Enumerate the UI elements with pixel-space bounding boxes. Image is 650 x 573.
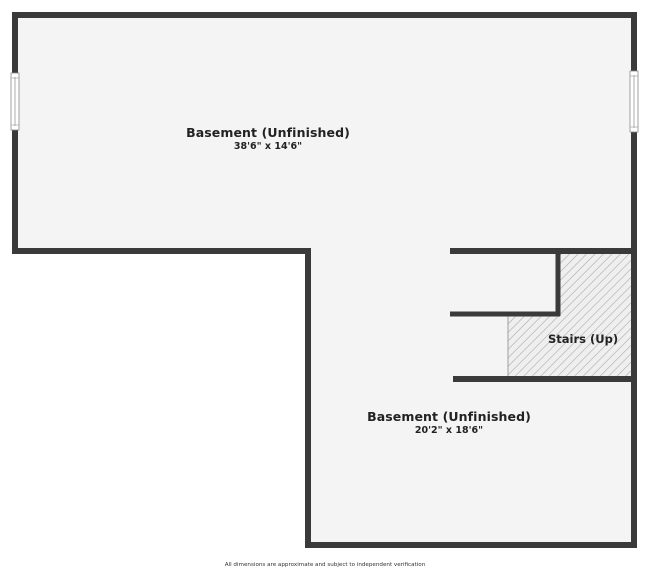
stairs-label: Stairs (Up) [548,332,619,346]
room-name: Basement (Unfinished) [186,125,350,140]
room-label-lower-basement: Basement (Unfinished) 20'2" x 18'6" [367,409,531,436]
floor-area [15,15,634,545]
disclaimer-note: All dimensions are approximate and subje… [224,562,426,568]
room-dimensions: 38'6" x 14'6" [233,141,303,152]
exterior-wall [12,12,637,548]
room-label-upper-basement: Basement (Unfinished) 38'6" x 14'6" [186,125,350,152]
window-left [10,72,20,131]
window-right [629,70,639,133]
room-name: Basement (Unfinished) [367,409,531,424]
room-dimensions: 20'2" x 18'6" [414,425,484,436]
